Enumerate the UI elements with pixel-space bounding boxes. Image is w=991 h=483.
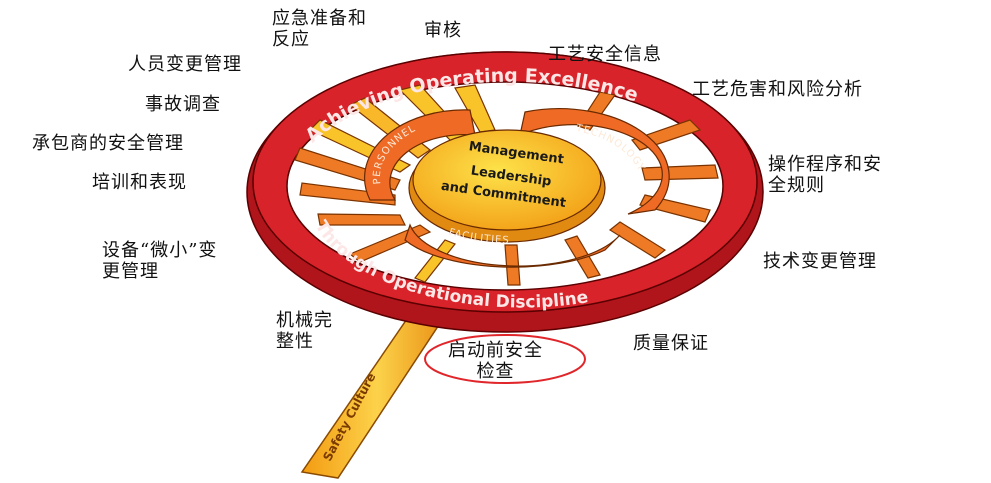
label-process-safety-info: 工艺安全信息	[548, 44, 662, 65]
middle-ring	[363, 108, 670, 268]
label-emergency: 应急准备和反应	[272, 8, 367, 50]
label-operating-procedures: 操作程序和安全规则	[768, 154, 882, 196]
label-training: 培训和表现	[92, 172, 187, 193]
label-technology-moc: 技术变更管理	[763, 251, 877, 272]
label-quality-assurance: 质量保证	[633, 333, 709, 354]
hub	[412, 129, 602, 231]
label-incident-investigation: 事故调查	[145, 94, 221, 115]
highlight-ellipse	[424, 334, 586, 384]
label-personnel-moc: 人员变更管理	[128, 54, 242, 75]
label-mechanical-integrity: 机械完整性	[276, 310, 333, 352]
label-subtle-change: 设备“微小”变更管理	[102, 240, 218, 282]
label-pssr: 启动前安全检查	[448, 340, 543, 382]
label-pha: 工艺危害和风险分析	[692, 79, 863, 100]
label-contractor-safety: 承包商的安全管理	[32, 133, 184, 154]
label-audit: 审核	[424, 20, 462, 41]
